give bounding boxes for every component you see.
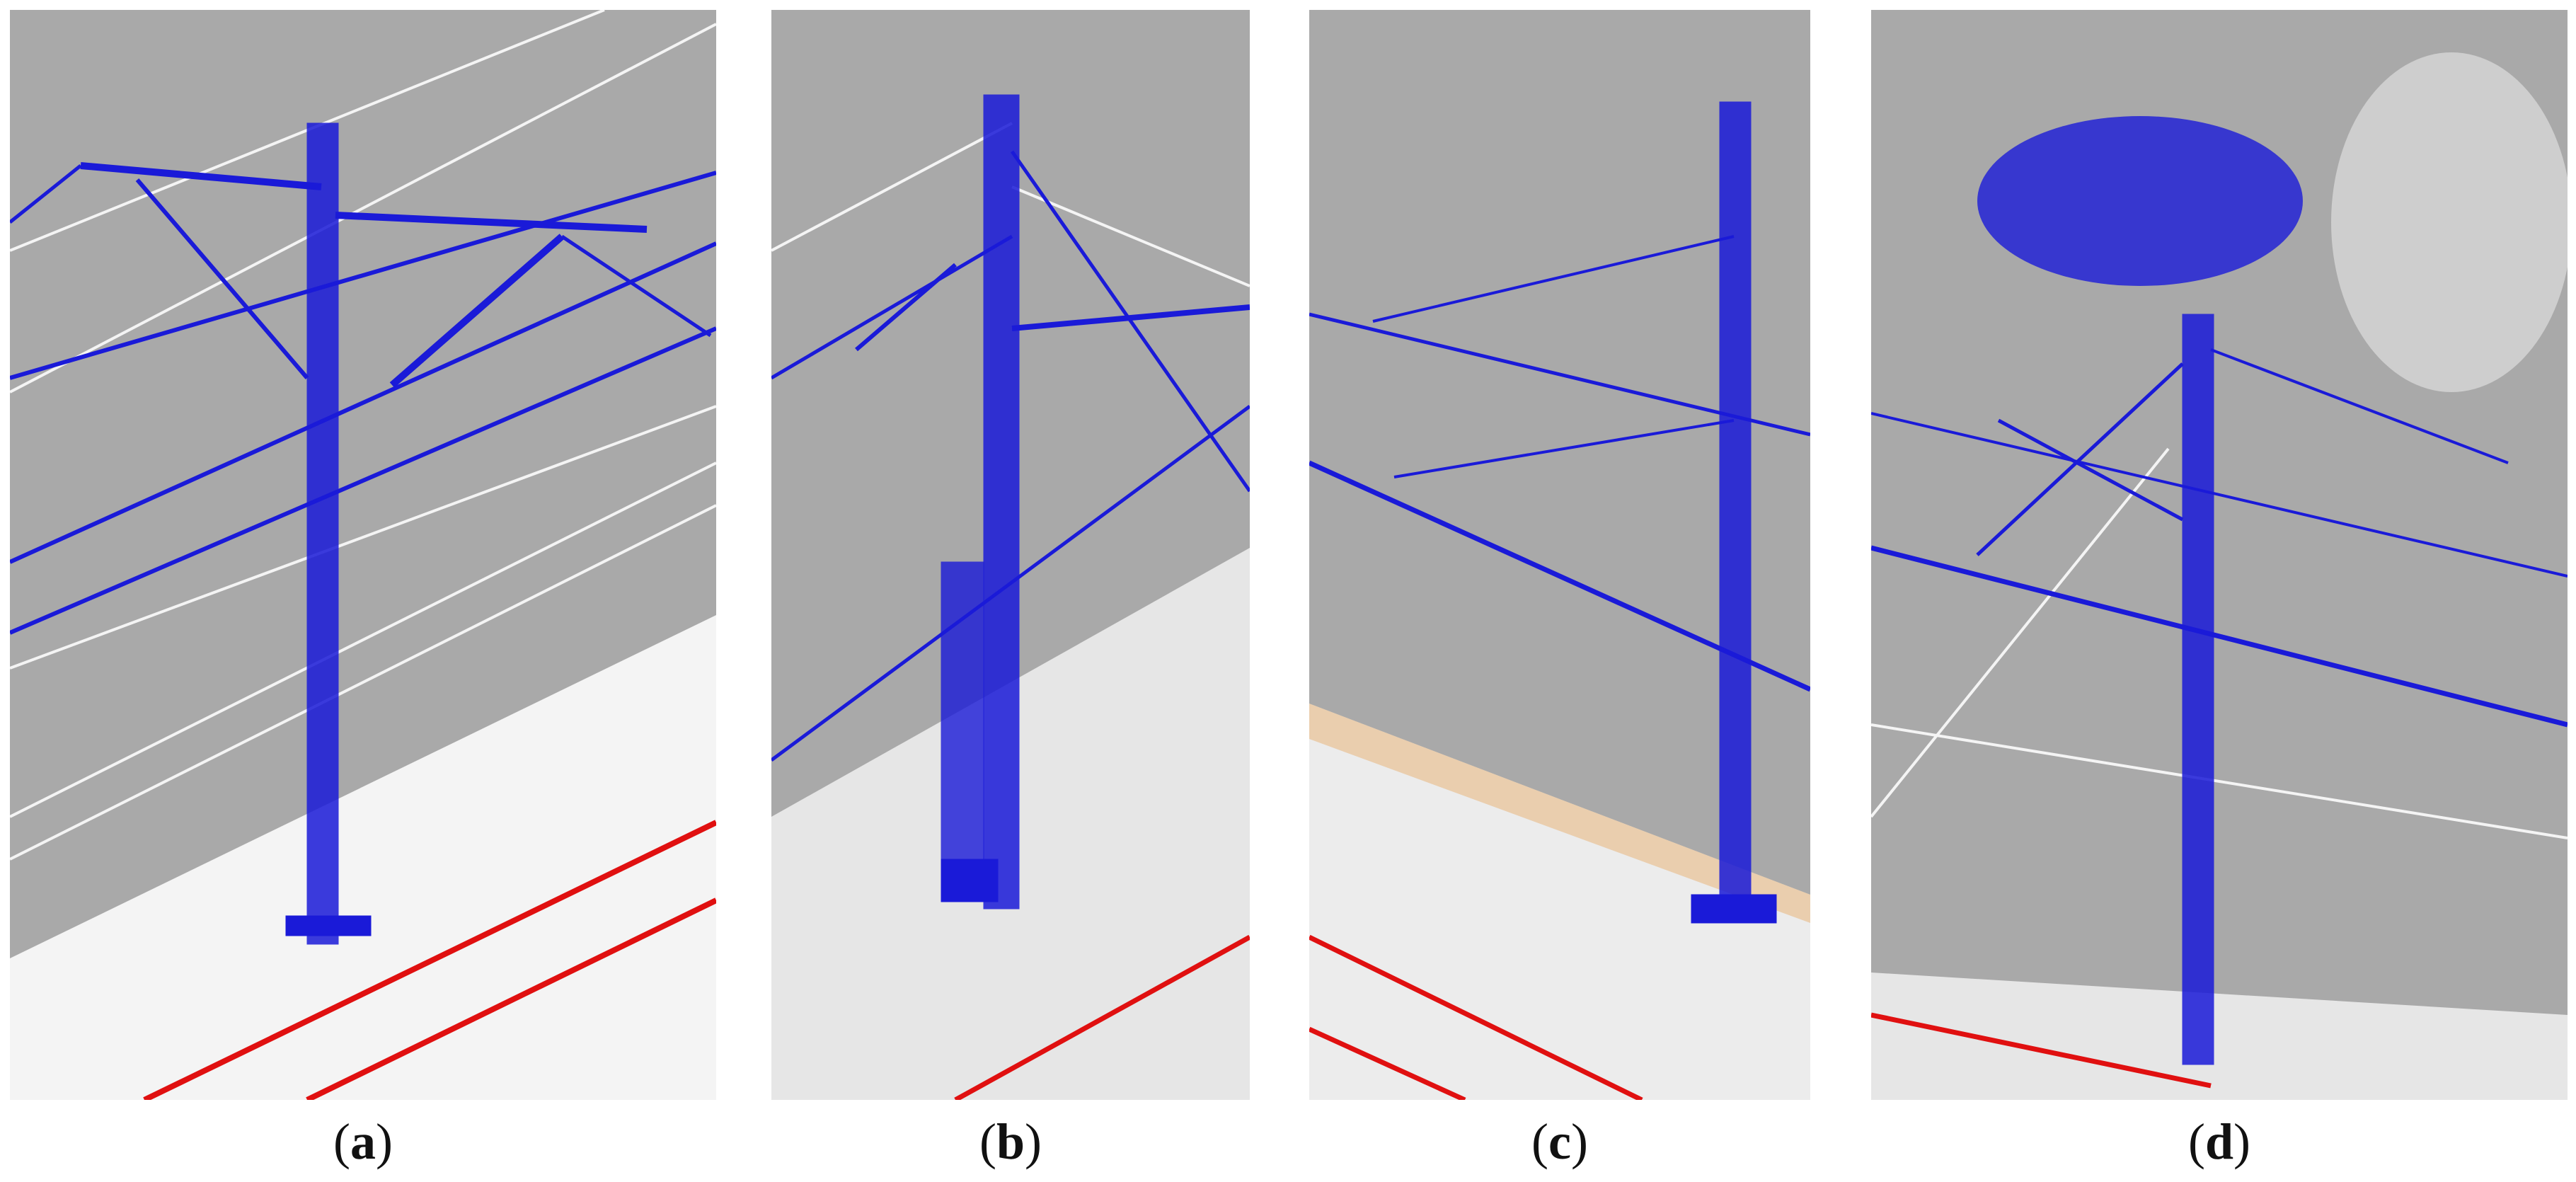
pole-points — [10, 122, 716, 945]
panel-c — [1309, 10, 1810, 1100]
ground-points — [10, 615, 716, 1100]
ground-points — [1871, 972, 2568, 1100]
rail-points — [1309, 934, 1643, 1100]
caption-c: (c) — [1531, 1113, 1588, 1170]
pole-points — [771, 94, 1250, 910]
rail-points — [1871, 1012, 2212, 1089]
point-cloud-a — [10, 10, 716, 1100]
panel-d — [1871, 10, 2568, 1100]
caption-b: (b) — [979, 1113, 1042, 1170]
white-wires — [10, 10, 716, 861]
white-vegetation-points — [2331, 52, 2568, 392]
panel-a — [10, 10, 716, 1100]
panel-b — [771, 10, 1250, 1100]
caption-d: (d) — [2187, 1113, 2250, 1170]
point-cloud-d — [1871, 52, 2568, 1100]
point-cloud-c — [1309, 101, 1810, 1100]
pole-points — [1871, 314, 2568, 1065]
pole-points — [1309, 101, 1810, 924]
caption-a: (a) — [333, 1113, 393, 1170]
rail-points — [954, 934, 1250, 1100]
white-wires — [1871, 447, 2568, 839]
white-wires — [771, 122, 1250, 287]
tree-points — [1977, 116, 2303, 286]
vegetation-points — [1309, 704, 1810, 923]
point-cloud-b — [771, 94, 1250, 1100]
rail-points — [143, 820, 716, 1100]
